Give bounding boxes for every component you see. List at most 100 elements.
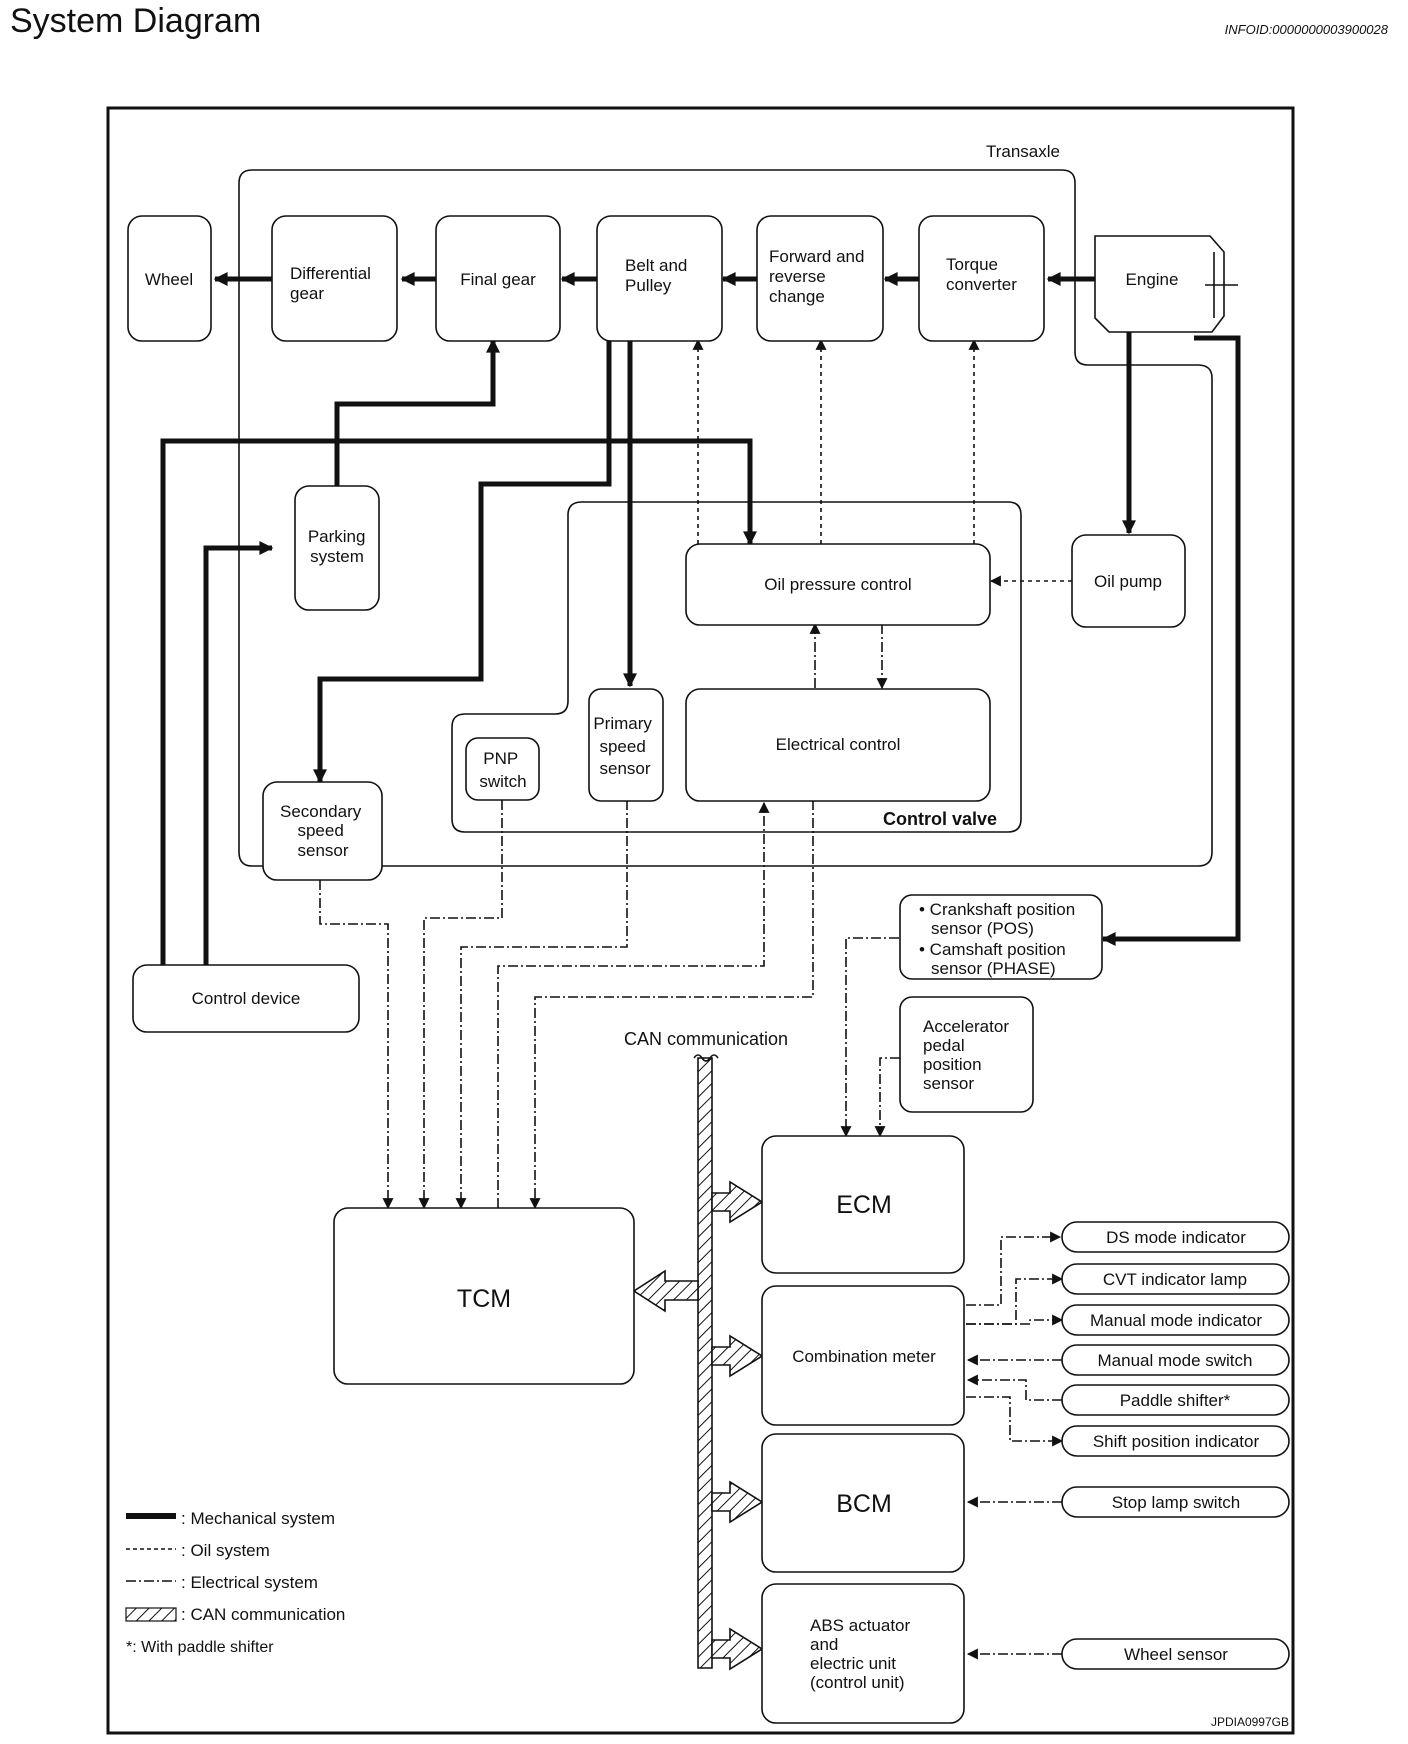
- legend-can-label: : CAN communication: [181, 1605, 345, 1624]
- accelerator-sensor-block: [899, 996, 1034, 1113]
- crank-cam-sensor-block: [899, 894, 1103, 980]
- ds-mode-indicator-label: DS mode indicator: [1106, 1228, 1246, 1247]
- can-arrow-to-abs: [711, 1627, 764, 1671]
- belt-and-pulley-block: [596, 215, 723, 342]
- elec-electrical-to-tcm: [529, 800, 814, 1210]
- transaxle-label: Transaxle: [986, 142, 1060, 161]
- primary-speed-sensor-block: [588, 688, 664, 802]
- can-bus-top-wave: [693, 1054, 719, 1062]
- can-arrow-to-meter: [711, 1334, 764, 1378]
- oil-pressure-control-label: Oil pressure control: [764, 575, 911, 594]
- mechanical-connections: [160, 272, 1241, 965]
- shift-position-indicator-box: [1061, 1425, 1290, 1457]
- wheel-sensor-box: [1061, 1638, 1290, 1670]
- oil-connections: [692, 338, 1072, 587]
- cvt-indicator-lamp-box: [1061, 1263, 1290, 1295]
- legend: : Mechanical system : Oil system : Elect…: [125, 1509, 345, 1656]
- primary-speed-sensor-label: Primary speed sensor: [593, 714, 656, 778]
- belt-and-pulley-label: Belt and Pulley: [625, 256, 692, 295]
- control-device-block: [132, 964, 360, 1033]
- elec-primary-to-tcm: [455, 800, 628, 1210]
- torque-converter-label: Torque converter: [946, 255, 1017, 294]
- wheel-block: [127, 215, 212, 342]
- stop-lamp-switch-box: [1061, 1486, 1290, 1518]
- manual-mode-indicator-label: Manual mode indicator: [1090, 1311, 1262, 1330]
- legend-mechanical-label: : Mechanical system: [181, 1509, 335, 1528]
- can-arrow-to-ecm: [711, 1180, 764, 1224]
- oil-pump-label: Oil pump: [1094, 572, 1162, 591]
- electrical-connections: [319, 622, 1064, 1660]
- stop-lamp-switch-label: Stop lamp switch: [1112, 1493, 1241, 1512]
- elec-meter-to-manual-ind: [966, 1314, 1064, 1326]
- elec-meter-to-ds: [966, 1231, 1062, 1306]
- differential-gear-block: [271, 215, 398, 342]
- mech-parking-to-final: [334, 338, 500, 486]
- legend-oil-label: : Oil system: [181, 1541, 270, 1560]
- torque-converter-block: [918, 215, 1045, 342]
- abs-actuator-block: [761, 1583, 965, 1724]
- pnp-switch-label: PNP switch: [479, 749, 526, 791]
- can-arrow-to-tcm: [632, 1269, 699, 1313]
- manual-mode-indicator-box: [1061, 1304, 1290, 1336]
- legend-note: *: With paddle shifter: [126, 1639, 274, 1656]
- tcm-label: TCM: [457, 1285, 511, 1313]
- can-bus: CAN communication: [624, 1029, 788, 1671]
- final-gear-label: Final gear: [460, 270, 536, 289]
- transaxle-boundary: [238, 169, 1213, 867]
- control-device-label: Control device: [192, 989, 301, 1008]
- abs-actuator-label: ABS actuator and electric unit (control …: [810, 1616, 915, 1692]
- image-code: JPDIA0997GB: [1211, 1715, 1289, 1729]
- accelerator-sensor-label: Accelerator pedal position sensor: [923, 1017, 1014, 1093]
- elec-meter-to-cvt: [966, 1273, 1064, 1325]
- elec-tcm-to-electrical: [497, 801, 770, 1208]
- final-gear-block: [435, 215, 561, 342]
- elec-secondary-to-tcm: [319, 880, 394, 1210]
- paddle-shifter-label: Paddle shifter*: [1120, 1391, 1231, 1410]
- elec-crank-to-ecm: [840, 937, 899, 1138]
- can-communication-label: CAN communication: [624, 1029, 788, 1049]
- elec-meter-to-shiftpos: [966, 1396, 1064, 1447]
- shift-position-indicator-label: Shift position indicator: [1093, 1432, 1260, 1451]
- ds-mode-indicator-box: [1061, 1221, 1290, 1253]
- bcm-label: BCM: [836, 1490, 892, 1518]
- legend-can-swatch: [125, 1607, 177, 1622]
- wheel-label: Wheel: [145, 270, 193, 289]
- control-valve-label: Control valve: [883, 809, 997, 829]
- bcm-block: [761, 1433, 965, 1573]
- tcm-block: [333, 1207, 635, 1385]
- parking-system-label: Parking system: [308, 527, 370, 566]
- elec-paddle-to-meter: [966, 1374, 1062, 1401]
- outer-frame: [106, 106, 1295, 1735]
- can-arrow-to-bcm: [711, 1480, 764, 1524]
- mech-control-to-oilpressure: [160, 438, 757, 965]
- secondary-speed-sensor-block: [262, 781, 383, 881]
- forward-reverse-label: Forward and reverse change: [769, 247, 869, 306]
- crank-cam-sensor-label: • Crankshaft position sensor (POS) • Cam…: [919, 900, 1080, 978]
- differential-gear-label: Differential gear: [290, 264, 376, 303]
- electrical-control-block: [685, 688, 991, 802]
- legend-electrical-label: : Electrical system: [181, 1573, 318, 1592]
- can-bus-trunk: [697, 1057, 713, 1669]
- engine-label: Engine: [1126, 270, 1179, 289]
- control-valve-boundary: [451, 501, 1022, 833]
- engine-block: [1094, 235, 1225, 333]
- pnp-switch-block: [465, 737, 540, 801]
- manual-mode-switch-box: [1061, 1344, 1290, 1376]
- cvt-indicator-lamp-label: CVT indicator lamp: [1103, 1270, 1247, 1289]
- oil-pump-block: [1071, 534, 1186, 628]
- elec-pnp-to-tcm: [418, 800, 503, 1210]
- parking-system-block: [294, 485, 380, 611]
- mech-belt-to-secondary: [313, 340, 612, 784]
- wheel-sensor-label: Wheel sensor: [1124, 1645, 1228, 1664]
- mech-control-to-parking: [203, 541, 274, 965]
- oil-pressure-control-block: [685, 543, 991, 626]
- mech-engine-to-crank-sensor: [1101, 335, 1241, 946]
- combination-meter-label: Combination meter: [792, 1347, 936, 1366]
- secondary-speed-sensor-label: Secondary speed sensor: [280, 802, 366, 860]
- page-title: System Diagram: [10, 2, 262, 40]
- electrical-control-label: Electrical control: [776, 735, 901, 754]
- ecm-block: [761, 1135, 965, 1274]
- ecm-label: ECM: [836, 1191, 892, 1219]
- forward-reverse-block: [756, 215, 884, 342]
